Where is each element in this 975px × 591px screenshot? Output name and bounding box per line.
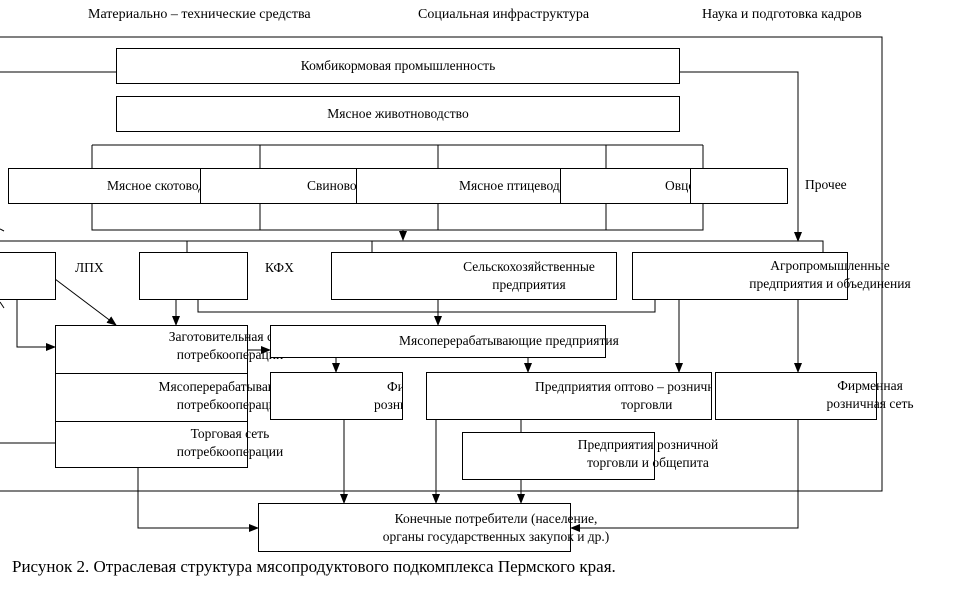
feed-to-other-connector (680, 71, 802, 242)
pig-label: Свиноводство (307, 178, 363, 193)
lph-label: ЛПХ (75, 260, 104, 275)
wholesale-line2: торговли (621, 397, 673, 412)
retail-catering-line1: Предприятия розничной (577, 437, 719, 452)
agroindustrial-line2: предприятия и объединения (749, 276, 911, 291)
meat-processing-label: Мясоперерабатывающие предприятия (399, 333, 619, 348)
box-cattle: Мясное скотоводство (8, 168, 214, 204)
wholesale-line1: Предприятия оптово – розничной (535, 379, 712, 394)
box-meat-processing: Мясоперерабатывающие предприятия (270, 325, 619, 358)
agri-enterprises-line1: Сельскохозяйственные (463, 259, 595, 274)
box-brand-retail-right (715, 372, 877, 420)
box-kfh (139, 252, 248, 300)
feed-industry-label: Комбикормовая промышленность (300, 58, 496, 73)
box-feed-industry: Комбикормовая промышленность (116, 48, 680, 84)
meat-livestock-label: Мясное животноводство (327, 106, 469, 121)
poultry-label: Мясное птицеводство (459, 178, 574, 193)
other-label: Прочее (805, 177, 847, 192)
coop-meat-processing-line2: потребкооперации (176, 397, 284, 412)
box-pig: Свиноводство (200, 168, 364, 204)
header-social-infrastructure: Социальная инфраструктура (418, 7, 590, 22)
coop-meat-processing-line1: Мясоперерабатывающие (158, 379, 302, 394)
box-wholesale: Предприятия оптово – розничной торговли (426, 372, 712, 420)
agri-enterprises-line2: предприятия (492, 277, 566, 292)
header-material-resources: Материально – технические средства (88, 7, 311, 22)
brand-retail-mid-line2: розничная сеть (374, 397, 402, 412)
brand-retail-mid-line1: Фирменная (387, 379, 402, 394)
cattle-label: Мясное скотоводство (107, 178, 213, 193)
agroindustrial-line1: Агропромышленные (770, 258, 890, 273)
coop-trade-line1: Торговая сеть (190, 426, 270, 441)
box-poultry: Мясное птицеводство (356, 168, 574, 204)
box-other-left (690, 168, 788, 204)
box-retail-catering (462, 432, 655, 480)
outer-frame (0, 36, 883, 492)
box-agroindustrial (632, 252, 848, 300)
brand-retail-right-line2: розничная сеть (826, 396, 914, 411)
header-science-personnel: Наука и подготовка кадров (702, 7, 862, 22)
brand-retail-right-line1: Фирменная (837, 378, 903, 393)
box-lph (0, 252, 56, 300)
figure-caption: Рисунок 2. Отраслевая структура мясопрод… (12, 557, 616, 576)
retail-catering-line2: торговли и общепита (587, 455, 709, 470)
box-sheep: Овцеводство (560, 168, 702, 204)
box-brand-retail-mid: Фирменная розничная сеть (270, 372, 403, 420)
box-end-consumers (258, 503, 571, 552)
box-agri-enterprises: Сельскохозяйственные предприятия (331, 252, 617, 300)
box-cooperative-stack (55, 325, 248, 468)
kfh-label: КФХ (265, 260, 294, 275)
end-consumers-line2: органы государственных закупок и др.) (382, 529, 610, 544)
coop-trade-line2: потребкооперации (176, 444, 284, 459)
box-meat-livestock: Мясное животноводство (116, 96, 680, 132)
procurement-line1: Заготовительная сеть (168, 329, 292, 344)
procurement-line2: потребкооперации (176, 347, 284, 362)
end-consumers-line1: Конечные потребители (население, (394, 511, 598, 526)
